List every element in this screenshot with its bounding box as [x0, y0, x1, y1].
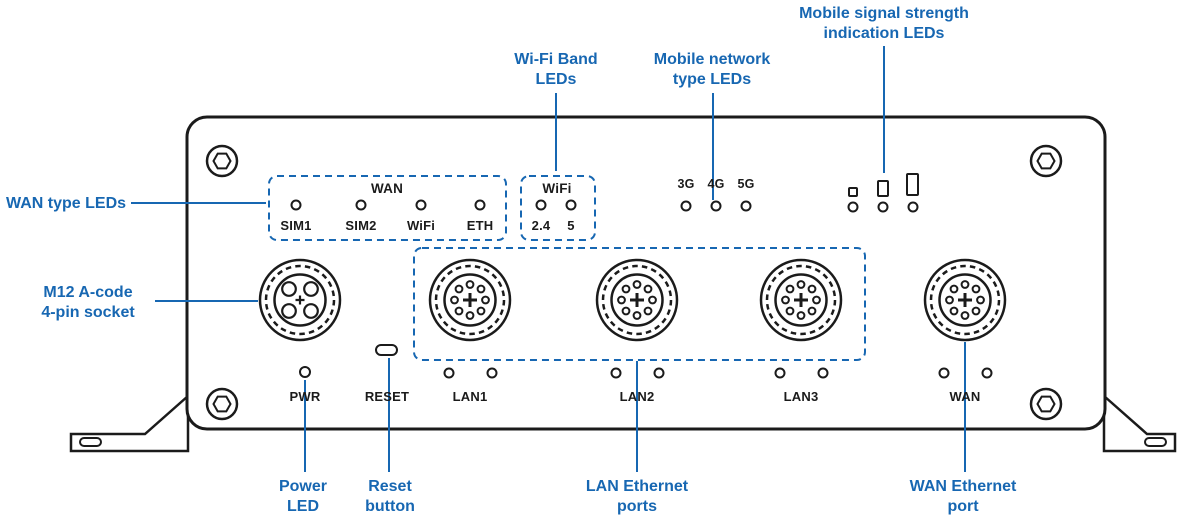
- callout-m12-socket: M12 A-code 4-pin socket: [41, 284, 135, 322]
- eth-led-label: ETH: [466, 218, 494, 233]
- wan-port-connector: [923, 258, 1007, 342]
- lan2-led-b: [653, 367, 665, 379]
- wifi-24-led: [535, 199, 547, 211]
- wan-group-title: WAN: [370, 181, 404, 196]
- eth-led: [474, 199, 486, 211]
- callout-leader-lines: [131, 46, 966, 472]
- wifi-led-group-box: [520, 175, 596, 241]
- lan-ports-box: [413, 247, 866, 361]
- wifi-group-title: WiFi: [542, 181, 572, 196]
- signal-bar-large: [906, 173, 919, 196]
- mobile-network-led-row: [680, 200, 752, 212]
- wifi-24-led-label: 2.4: [531, 218, 551, 233]
- callout-power-led: Power LED: [278, 478, 327, 516]
- callout-mobile-signal-leds: Mobile signal strength indication LEDs: [799, 5, 969, 43]
- reset-button-pill: [375, 344, 398, 356]
- bottom-led-row: [299, 366, 993, 379]
- pwr-led: [299, 366, 311, 378]
- signal-bar-small: [848, 187, 858, 197]
- wifi-5-led-label: 5: [567, 218, 575, 233]
- 5g-led: [740, 200, 752, 212]
- wan-type-led-row: [290, 199, 486, 211]
- signal-led-2: [877, 201, 889, 213]
- lan1-led-b: [486, 367, 498, 379]
- lan1-port-connector: [428, 258, 512, 342]
- signal-strength-cluster: [847, 173, 919, 213]
- mounting-flange-left: [69, 393, 190, 453]
- 4g-led-label: 4G: [707, 177, 725, 191]
- lan2-led-a: [610, 367, 622, 379]
- lan1-port-label: LAN1: [452, 389, 488, 404]
- 3g-led-label: 3G: [677, 177, 695, 191]
- 4g-led: [710, 200, 722, 212]
- corner-screw-top-right: [1029, 144, 1063, 178]
- wifi-band-led-row: [535, 199, 577, 211]
- pwr-label: PWR: [289, 389, 321, 404]
- lan3-led-b: [817, 367, 829, 379]
- signal-led-1: [847, 201, 859, 213]
- signal-led-3: [907, 201, 919, 213]
- lan2-port-connector: [595, 258, 679, 342]
- callout-lan-ports: LAN Ethernet ports: [585, 478, 689, 516]
- lan1-led-a: [443, 367, 455, 379]
- m12-4pin-socket: [258, 258, 342, 342]
- callout-wan-port: WAN Ethernet port: [909, 478, 1017, 516]
- signal-bar-medium: [877, 180, 889, 197]
- wan-led-b: [981, 367, 993, 379]
- callout-reset-button: Reset button: [365, 478, 415, 516]
- lan3-led-a: [774, 367, 786, 379]
- sim1-led: [290, 199, 302, 211]
- wan-led-group-box: [268, 175, 507, 241]
- wifi-wan-led: [415, 199, 427, 211]
- callout-wan-type-leds: WAN type LEDs: [6, 195, 127, 212]
- lan3-port-label: LAN3: [783, 389, 819, 404]
- 3g-led: [680, 200, 692, 212]
- wan-port-label: WAN: [949, 389, 981, 404]
- wifi-led-label: WiFi: [406, 218, 436, 233]
- corner-screw-top-left: [205, 144, 239, 178]
- lan2-port-label: LAN2: [619, 389, 655, 404]
- sim2-led-label: SIM2: [345, 218, 377, 233]
- callout-wifi-band-leds: Wi-Fi Band LEDs: [514, 51, 598, 89]
- mounting-flange-right: [1102, 393, 1177, 453]
- corner-screw-bottom-right: [1029, 387, 1063, 421]
- wan-led-a: [938, 367, 950, 379]
- callout-mobile-network-leds: Mobile network type LEDs: [653, 51, 771, 89]
- sim1-led-label: SIM1: [280, 218, 312, 233]
- wifi-5-led: [565, 199, 577, 211]
- sim2-led: [355, 199, 367, 211]
- corner-screw-bottom-left: [205, 387, 239, 421]
- reset-label: RESET: [364, 389, 410, 404]
- 5g-led-label: 5G: [737, 177, 755, 191]
- lan3-port-connector: [759, 258, 843, 342]
